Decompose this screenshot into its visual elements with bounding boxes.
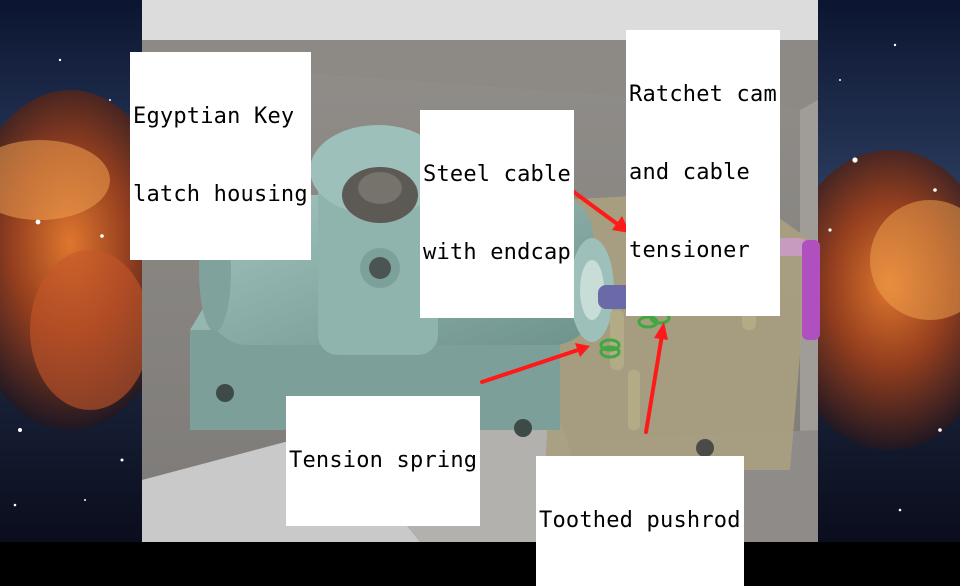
arrow-pushrod <box>644 322 668 434</box>
label-ratchet-line-1: Ratchet cam <box>629 82 777 107</box>
label-ratchet-line-2: and cable <box>629 160 751 185</box>
label-spring: Tension spring <box>286 396 481 526</box>
label-ratchet-line-3: tensioner <box>629 238 751 263</box>
label-housing-line-2: latch housing <box>133 182 308 207</box>
label-cable-line-2: with endcap <box>423 240 571 265</box>
arrow-spring <box>480 343 590 384</box>
label-spring-line-1: Tension spring <box>289 448 478 473</box>
label-housing-line-1: Egyptian Key <box>133 104 295 129</box>
label-cable: Steel cable with endcap <box>420 110 574 318</box>
label-ratchet: Ratchet cam and cable tensioner <box>626 30 780 316</box>
label-pushrod: Toothed pushrod <box>536 456 744 586</box>
label-cable-line-1: Steel cable <box>423 162 571 187</box>
right-space-background <box>780 0 960 542</box>
label-housing: Egyptian Key latch housing <box>130 52 311 260</box>
label-pushrod-line-1: Toothed pushrod <box>539 508 741 533</box>
